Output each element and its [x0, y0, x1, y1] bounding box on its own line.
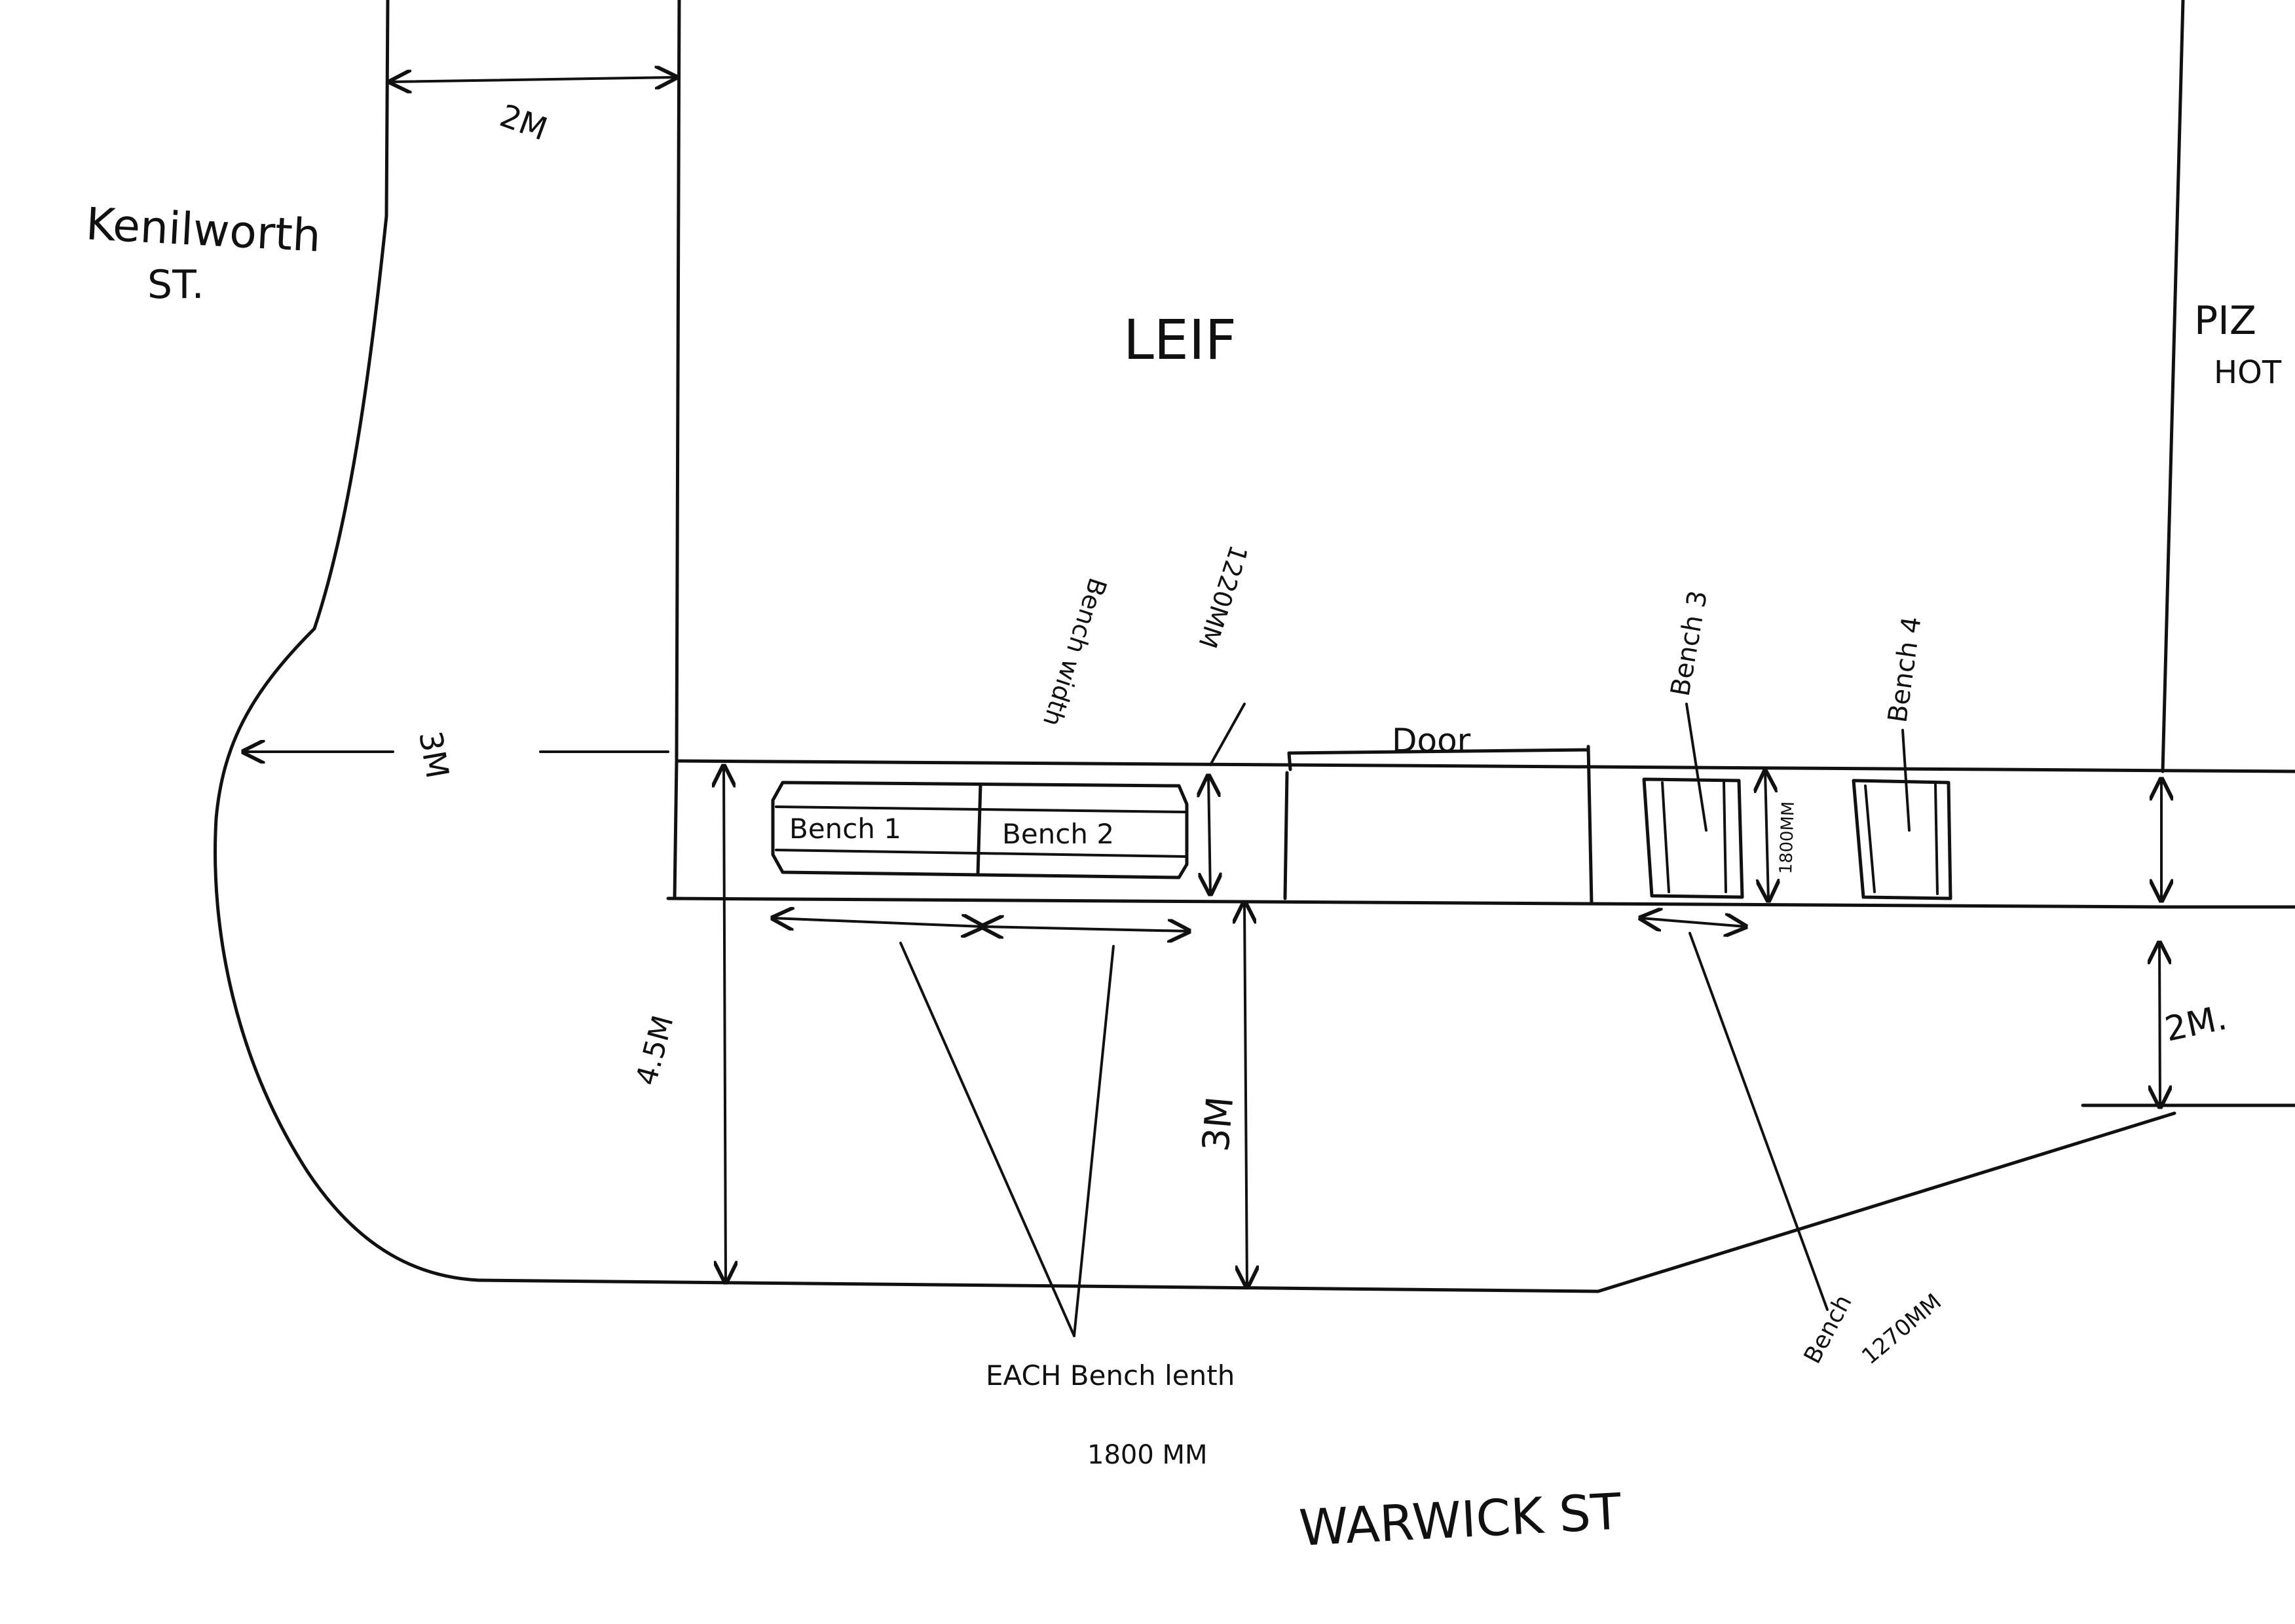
label-bench-note-1: Bench: [1799, 1291, 1857, 1368]
label-bench-width-mm: 1220MM: [1193, 542, 1253, 652]
bench-4-inner-left: [1864, 784, 1876, 893]
each-bench-leader-b: [1073, 945, 1115, 1337]
bench-width-leader: [1209, 703, 1246, 766]
bench-3-note-leader: [1689, 932, 1829, 1311]
dim-45m-line: [724, 766, 726, 1282]
bench-1-2-outline: [771, 781, 1189, 879]
bench-length-dim-line-a: [773, 918, 982, 927]
bench-3-width-dim: [1641, 918, 1745, 927]
label-bench-width: Bench width: [1037, 574, 1113, 729]
piz-hot-left-wall: [2161, 0, 2185, 773]
bench-3-outline: [1642, 777, 1744, 899]
warwick-kerb-line: [476, 1103, 2295, 1293]
label-bench-note-2: 1270MM: [1857, 1289, 1947, 1370]
bench-3-height-dim: [1765, 771, 1768, 900]
label-dim-1800: 1800MM: [1776, 801, 1799, 874]
each-bench-leader-a: [899, 942, 1075, 1337]
label-door: Door: [1392, 722, 1471, 760]
label-piz-1: PIZ: [2194, 298, 2256, 344]
bench-width-dim-line: [1208, 776, 1210, 894]
footpath-left-end: [673, 759, 679, 900]
label-dim-2m-top: 2M: [495, 98, 552, 148]
leif-frontage-line: [675, 759, 2295, 773]
bench-3-leader: [1685, 703, 1707, 832]
dim-2m-right-line: [2159, 943, 2160, 1107]
bench-4-leader: [1901, 729, 1911, 832]
label-bench-4: Bench 4: [1882, 615, 1927, 725]
label-kenilworth-2: ST.: [147, 262, 204, 308]
label-each-bench-length: EACH Bench lenth: [986, 1359, 1235, 1392]
label-dim-45m: 4.5M: [629, 1012, 680, 1088]
label-dim-3m-mid: 3M: [1195, 1095, 1242, 1153]
leif-left-wall: [675, 0, 681, 762]
bench-length-dim-line-b: [982, 927, 1189, 931]
label-leif: LEIF: [1123, 308, 1237, 372]
door-outline: [1283, 745, 1594, 906]
bench-1-2-inner-bottom: [775, 849, 1187, 858]
bench-4-inner-right: [1934, 783, 1939, 895]
footpath-outer-line: [666, 896, 2163, 909]
label-dim-2m-right: 2M.: [2161, 998, 2230, 1049]
bench-1-2-inner-top: [775, 805, 1187, 813]
kenilworth-kerb-line: [214, 0, 480, 1282]
dim-3m-mid-line: [1244, 902, 1247, 1287]
label-piz-2: HOT: [2214, 354, 2282, 391]
bench-4-outline: [1852, 779, 1952, 900]
label-bench-2: Bench 2: [1002, 818, 1114, 850]
label-each-bench-mm: 1800 MM: [1087, 1440, 1208, 1470]
bench-3-inner-right: [1723, 781, 1727, 893]
bench-1-2-divider: [976, 783, 982, 877]
label-bench-1: Bench 1: [789, 813, 901, 845]
bench-3-inner-left: [1661, 781, 1670, 893]
label-bench-3: Bench 3: [1666, 588, 1714, 698]
label-kenilworth-1: Kenilworth: [84, 198, 322, 263]
label-dim-3m-left: 3M: [411, 728, 456, 781]
dim-2m-top-line: [390, 77, 676, 82]
label-warwick-st: WARWICK ST: [1297, 1482, 1623, 1557]
